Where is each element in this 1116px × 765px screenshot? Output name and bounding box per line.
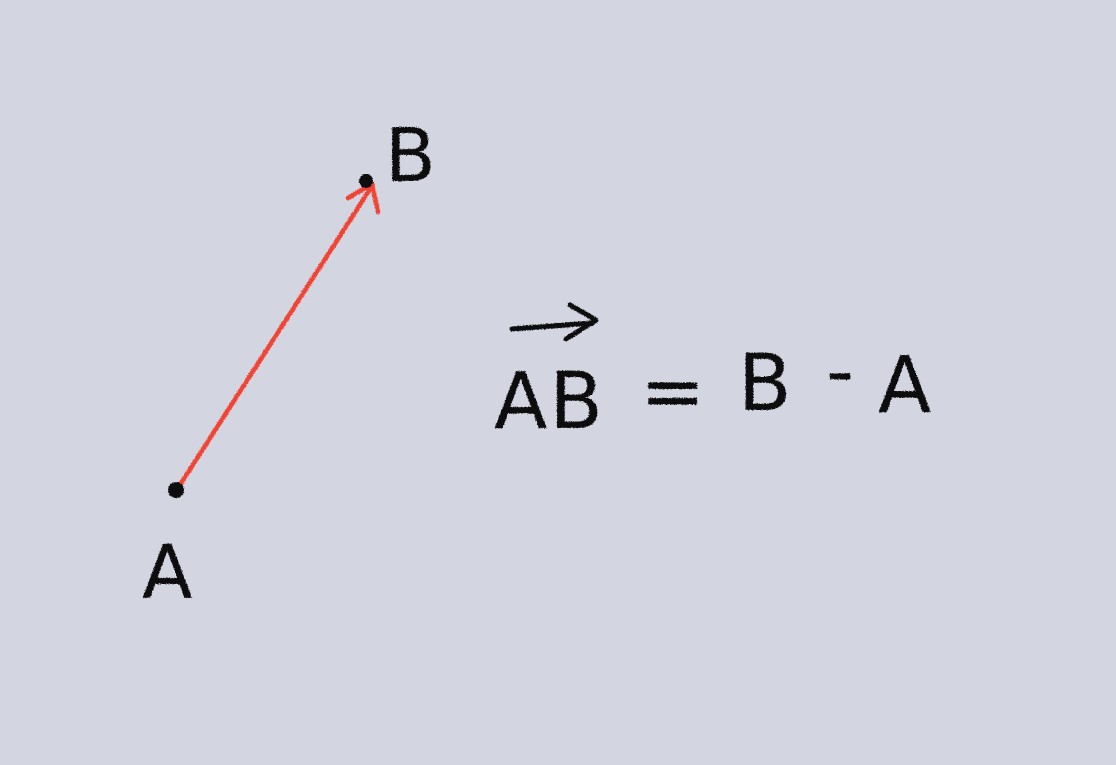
vector-formula: AB = B - A xyxy=(494,302,933,447)
formula-point-b: B xyxy=(738,339,794,429)
point-b-dot xyxy=(359,174,373,188)
formula-vector-name: AB xyxy=(494,357,605,447)
right-arrow-icon xyxy=(509,302,599,342)
vector-ab-shaft xyxy=(175,183,375,491)
formula-equals-sign: = xyxy=(640,347,707,437)
formula-minus-sign: - xyxy=(826,327,856,417)
point-a-label: A xyxy=(142,530,193,616)
formula-point-a: A xyxy=(878,341,933,431)
point-b-label: B xyxy=(385,113,436,199)
point-a-dot xyxy=(168,482,184,498)
